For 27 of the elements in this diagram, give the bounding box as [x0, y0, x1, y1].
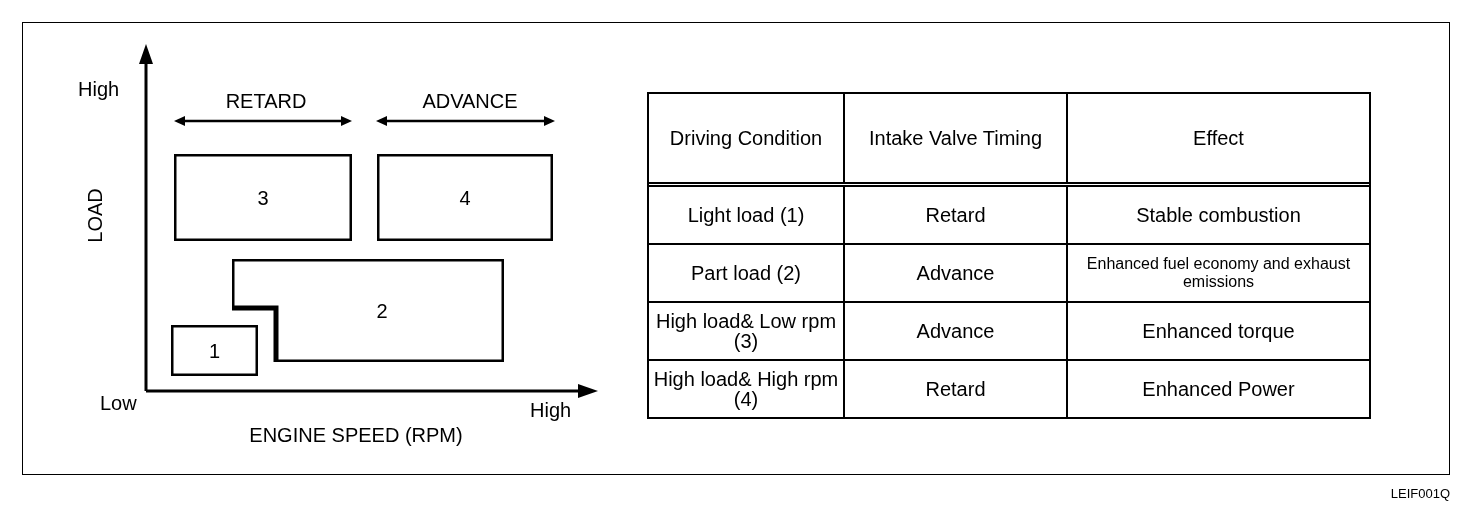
axis-title: LOAD	[82, 187, 107, 245]
axis-tick-label: Low	[100, 391, 138, 416]
table-header-cell-text: Effect	[1192, 126, 1245, 151]
axis-title: ENGINE SPEED (RPM)	[248, 423, 464, 448]
region-number: 4	[459, 187, 471, 208]
axis-tick-label: High	[530, 398, 573, 423]
table-cell-text: Enhanced fuel economy and exhaust emissions	[1085, 254, 1352, 292]
table-cell: High load& High rpm (4)	[649, 361, 845, 417]
table-header-cell: Intake Valve Timing	[845, 94, 1068, 182]
table-cell: Advance	[845, 303, 1068, 359]
table-cell: Light load (1)	[649, 187, 845, 243]
table-header-cell: Driving Condition	[649, 94, 845, 182]
table-cell: Part load (2)	[649, 245, 845, 301]
table-cell: Retard	[845, 187, 1068, 243]
axis-tick-label: High	[78, 77, 121, 102]
table-cell-text: Enhanced Power	[1141, 377, 1296, 402]
range-label: ADVANCE	[421, 89, 519, 114]
figure-code: LEIF001Q	[1389, 486, 1450, 503]
region-number: 2	[376, 301, 388, 321]
region-number: 1	[208, 340, 221, 361]
region-number: 3	[257, 187, 269, 208]
table-cell-text: Stable combustion	[1135, 203, 1302, 228]
table-cell: High load& Low rpm (3)	[649, 303, 845, 359]
table-cell-text: Enhanced torque	[1141, 319, 1296, 344]
table-cell: Advance	[845, 245, 1068, 301]
range-label: RETARD	[224, 89, 308, 114]
table-cell: Retard	[845, 361, 1068, 417]
